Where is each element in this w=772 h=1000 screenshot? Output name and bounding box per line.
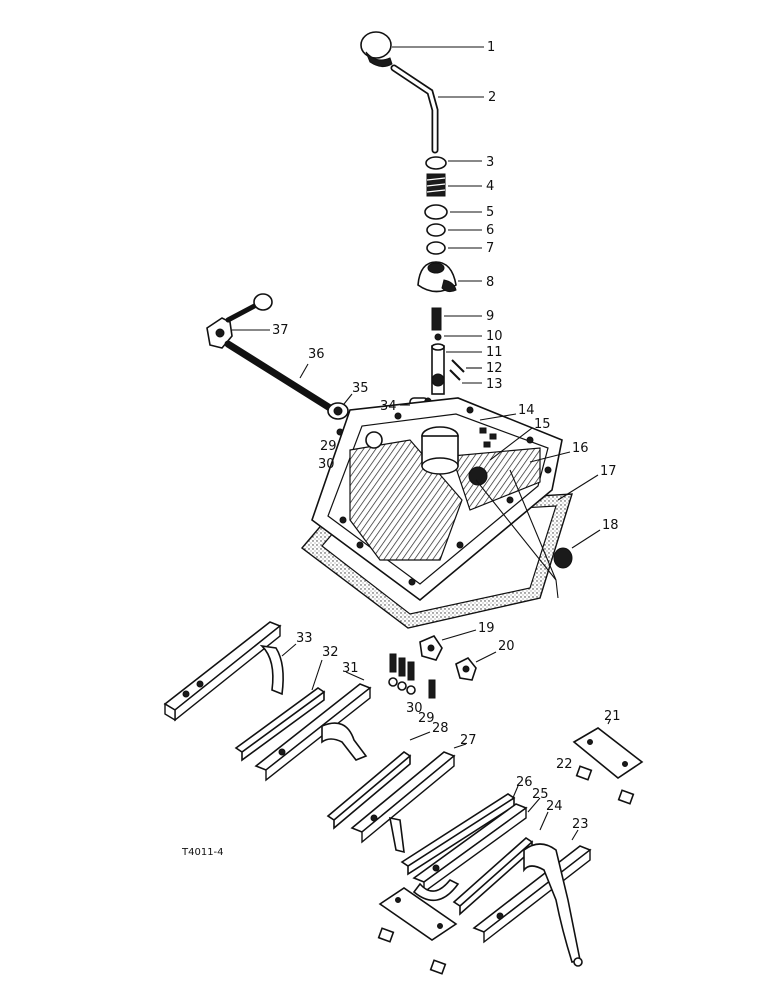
callout-35: 35: [352, 381, 369, 396]
rail-23: [472, 843, 592, 967]
callout-11: 11: [486, 345, 503, 360]
ball-10: [434, 333, 442, 341]
callout-29: 29: [418, 711, 435, 726]
callout-7: 7: [486, 241, 494, 256]
selector-arm-37: [206, 293, 273, 349]
callout-6: 6: [486, 223, 494, 238]
callout-9: 9: [486, 309, 494, 324]
callout-5: 5: [486, 205, 494, 220]
detent-springs: [389, 653, 436, 699]
callout-36: 36: [308, 347, 325, 362]
callout-22: 22: [556, 757, 573, 772]
rail-25: [412, 803, 528, 902]
callout-25: 25: [532, 787, 549, 802]
pin-13: [449, 369, 461, 381]
leader-lines: [232, 46, 611, 841]
callout-1: 1: [487, 40, 495, 55]
callout-23: 23: [572, 817, 589, 832]
gear-knob: [360, 31, 393, 68]
callout-2: 2: [488, 90, 496, 105]
callout-34: 34: [380, 399, 397, 414]
top-cover-14: [311, 397, 563, 602]
interlock-20: [455, 656, 477, 681]
interlock-19: [419, 635, 443, 661]
callout-17: 17: [600, 464, 617, 479]
callout-28: 28: [432, 721, 449, 736]
dust-cover-8: [417, 261, 457, 293]
callout-13: 13: [486, 377, 503, 392]
lower-plate: [378, 887, 458, 941]
washer-6: [426, 223, 446, 237]
callout-14: 14: [518, 403, 535, 418]
callout-37: 37: [272, 323, 289, 338]
callout-29-upper: 29: [320, 439, 337, 454]
washer-7: [426, 241, 446, 255]
washer-5: [424, 204, 448, 220]
callout-20: 20: [498, 639, 515, 654]
callout-8: 8: [486, 275, 494, 290]
lower-lock-tab-a: [377, 927, 395, 943]
callout-31: 31: [342, 661, 359, 676]
callout-labels: 1 2 3 4 5 6 7 8 9 10 11 12 13 14 15 16 1…: [272, 40, 621, 832]
callout-30-upper: 30: [318, 457, 335, 472]
callout-10: 10: [486, 329, 503, 344]
lower-lock-tab-b: [429, 959, 447, 975]
washer-3: [425, 156, 447, 170]
selector-bar-28: [326, 751, 412, 830]
detent-balls: [388, 677, 416, 695]
callout-32: 32: [322, 645, 339, 660]
callout-24: 24: [546, 799, 563, 814]
callout-21: 21: [604, 709, 621, 724]
rail-33: [163, 621, 284, 722]
lever-pivot-11: [431, 343, 445, 395]
drawing-code: T4011-4: [181, 847, 224, 858]
callout-26: 26: [516, 775, 533, 790]
shaft-36: [224, 340, 334, 412]
callout-16: 16: [572, 441, 589, 456]
bush-35: [327, 402, 349, 420]
lock-tab-22a: [575, 765, 593, 781]
callout-19: 19: [478, 621, 495, 636]
selector-bar-32: [234, 687, 326, 762]
gear-lever: [390, 64, 439, 154]
callout-15: 15: [534, 417, 551, 432]
pin-12: [451, 359, 465, 373]
rail-27: [350, 751, 456, 854]
callout-33: 33: [296, 631, 313, 646]
callout-4: 4: [486, 179, 494, 194]
plate-21: [572, 727, 644, 779]
plug-18: [553, 547, 573, 569]
spring-9: [431, 307, 442, 331]
spring-4: [426, 173, 446, 197]
callout-12: 12: [486, 361, 503, 376]
rail-31: [254, 683, 372, 782]
callout-18: 18: [602, 518, 619, 533]
callout-30: 30: [406, 701, 423, 716]
lock-tab-22b: [617, 789, 635, 805]
callout-3: 3: [486, 155, 494, 170]
callout-27: 27: [460, 733, 477, 748]
